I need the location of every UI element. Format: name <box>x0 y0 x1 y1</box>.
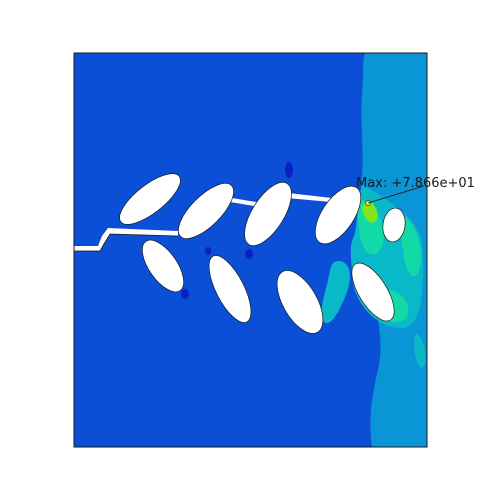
pore <box>208 255 252 323</box>
contour-region-deep-low <box>205 247 211 255</box>
max-leader-line <box>367 185 425 204</box>
contour-region-midhigh <box>414 334 426 368</box>
contour-region-deep-low <box>245 249 253 259</box>
crack-path <box>74 228 178 251</box>
contour-region-high <box>400 216 422 277</box>
pore <box>119 173 181 225</box>
pore <box>141 239 185 293</box>
pore <box>382 207 406 243</box>
model-domain-outline <box>73 52 428 448</box>
pore-group <box>119 173 406 334</box>
pore <box>178 183 234 239</box>
crack-path <box>287 193 332 202</box>
contour-peak-zone <box>362 201 378 223</box>
max-value-label: Max: +7.866e+01 <box>356 176 475 191</box>
contour-region-deep-low <box>181 289 189 299</box>
pore <box>314 185 362 245</box>
pore <box>351 262 395 322</box>
contour-region-deep-low <box>285 162 293 178</box>
crack-path-edge <box>74 233 179 252</box>
pore <box>244 181 292 247</box>
contour-region-midhigh <box>321 260 350 324</box>
pore <box>276 270 324 334</box>
